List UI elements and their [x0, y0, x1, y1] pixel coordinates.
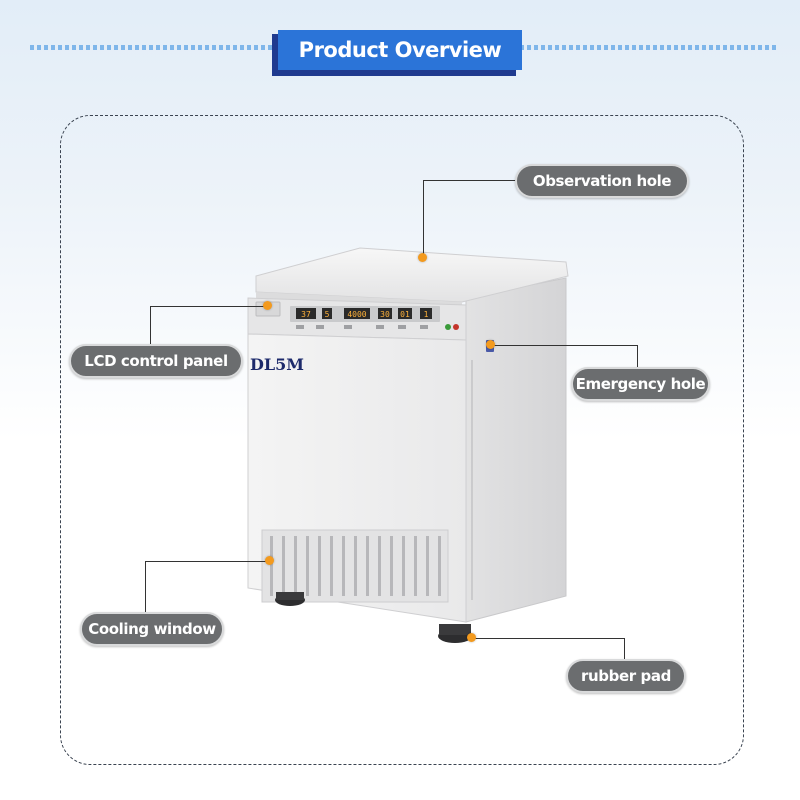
readout-text: 01	[400, 310, 410, 319]
header-stripe-left	[30, 45, 278, 50]
readout-text: 4000	[347, 310, 366, 319]
title-banner: Product Overview	[272, 30, 522, 76]
rubber-foot	[439, 624, 471, 635]
callout-lcd-control-panel: LCD control panel	[69, 344, 243, 378]
readout-window	[378, 308, 392, 319]
readout-text: 5	[325, 310, 330, 319]
readout-window	[398, 308, 412, 319]
readout-window	[296, 308, 316, 319]
header-stripe-right	[520, 45, 778, 50]
readout-window	[322, 308, 332, 319]
cooling-grille-slots	[270, 536, 441, 596]
callout-observation-hole: Observation hole	[515, 164, 689, 198]
readout-window	[420, 308, 432, 319]
callout-rubber-pad: rubber pad	[566, 659, 686, 693]
readout-text: 30	[380, 310, 390, 319]
leader-lcd-control-panel	[150, 306, 269, 353]
leader-cooling-window	[145, 561, 271, 614]
marker-rubber-pad	[467, 633, 476, 642]
marker-cooling-window	[265, 556, 274, 565]
panel-stop-button	[453, 324, 459, 330]
leader-rubber-pad	[472, 638, 625, 663]
model-name: DL5M	[250, 355, 304, 374]
marker-emergency-hole	[486, 340, 495, 349]
page-title: Product Overview	[278, 30, 522, 70]
panel-start-button	[445, 324, 451, 330]
rubber-foot	[276, 592, 304, 600]
readout-text: 1	[424, 310, 429, 319]
callout-emergency-hole: Emergency hole	[571, 367, 710, 401]
side-panel	[465, 277, 567, 623]
leader-observation-hole	[423, 180, 518, 259]
leader-emergency-hole	[491, 345, 638, 376]
rubber-feet	[275, 592, 472, 643]
readout-text: 37	[301, 310, 311, 319]
readout-window	[344, 308, 370, 319]
marker-lcd-control-panel	[263, 301, 272, 310]
callout-cooling-window: Cooling window	[80, 612, 224, 646]
marker-observation-hole	[418, 253, 427, 262]
panel-buttons	[296, 325, 428, 329]
panel-readouts: 37 5 4000 30 01 1	[296, 308, 432, 319]
product-frame	[60, 115, 744, 765]
